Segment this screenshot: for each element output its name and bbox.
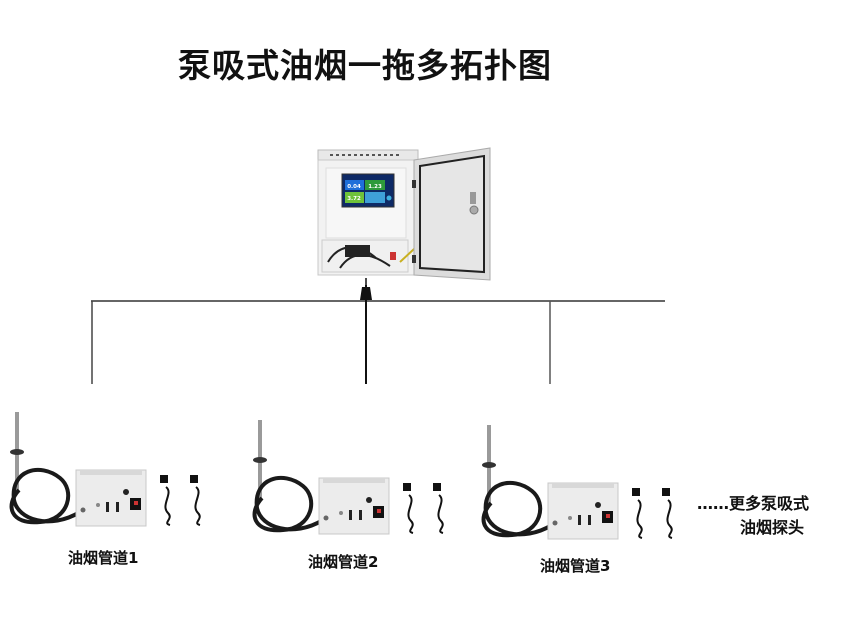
more-line-2: 油烟探头 xyxy=(740,518,805,537)
current-clamp-1 xyxy=(160,475,168,483)
knob xyxy=(595,502,601,508)
current-clamp-2 xyxy=(190,475,198,483)
switch-1 xyxy=(349,510,352,520)
vent-strip xyxy=(80,470,142,475)
probe-flange xyxy=(10,449,24,455)
inlet-port xyxy=(552,520,558,526)
clamp-cable xyxy=(407,494,414,534)
current-clamp-1 xyxy=(403,483,411,491)
switch-1 xyxy=(578,515,581,525)
current-clamp-1 xyxy=(632,488,640,496)
node-label-3: 油烟管道3 xyxy=(540,557,611,575)
hose xyxy=(481,481,554,538)
screen-value-1: 0.04 xyxy=(347,184,361,190)
switch-1 xyxy=(106,502,109,512)
clamp-cable xyxy=(636,499,643,539)
hose xyxy=(252,476,325,533)
knob xyxy=(366,497,372,503)
probe-flange xyxy=(482,462,496,468)
vent-strip xyxy=(323,478,385,483)
control-cabinet: 0.04 1.23 3.72 xyxy=(317,147,491,281)
bus-lines xyxy=(91,285,665,384)
screen-value-3: 3.72 xyxy=(347,196,361,202)
power-plug-icon xyxy=(360,278,372,300)
clamp-cable xyxy=(194,486,201,526)
more-probes-note: ……更多泵吸式 油烟探头 xyxy=(697,492,809,540)
inlet-port xyxy=(80,507,86,513)
clamp-cable xyxy=(164,486,171,526)
more-line-1: 更多泵吸式 xyxy=(729,494,810,513)
pump-sensor-unit-1 xyxy=(9,412,201,527)
ellipsis: …… xyxy=(697,494,729,513)
clamp-cable xyxy=(437,494,444,534)
clamp-cable xyxy=(666,499,673,539)
knob xyxy=(123,489,129,495)
switch-2 xyxy=(116,502,119,512)
pump-sensor-unit-3 xyxy=(481,425,673,540)
current-clamp-2 xyxy=(433,483,441,491)
node-label-2: 油烟管道2 xyxy=(308,553,379,571)
hose xyxy=(9,468,82,525)
node-label-1: 油烟管道1 xyxy=(68,549,139,567)
pump-sensor-unit-2 xyxy=(252,420,444,535)
switch-2 xyxy=(359,510,362,520)
diagram-title: 泵吸式油烟一拖多拓扑图 xyxy=(178,46,552,85)
switch-2 xyxy=(588,515,591,525)
probe-flange xyxy=(253,457,267,463)
screen-value-2: 1.23 xyxy=(368,184,382,190)
inlet-port xyxy=(323,515,329,521)
current-clamp-2 xyxy=(662,488,670,496)
vent-strip xyxy=(552,483,614,488)
